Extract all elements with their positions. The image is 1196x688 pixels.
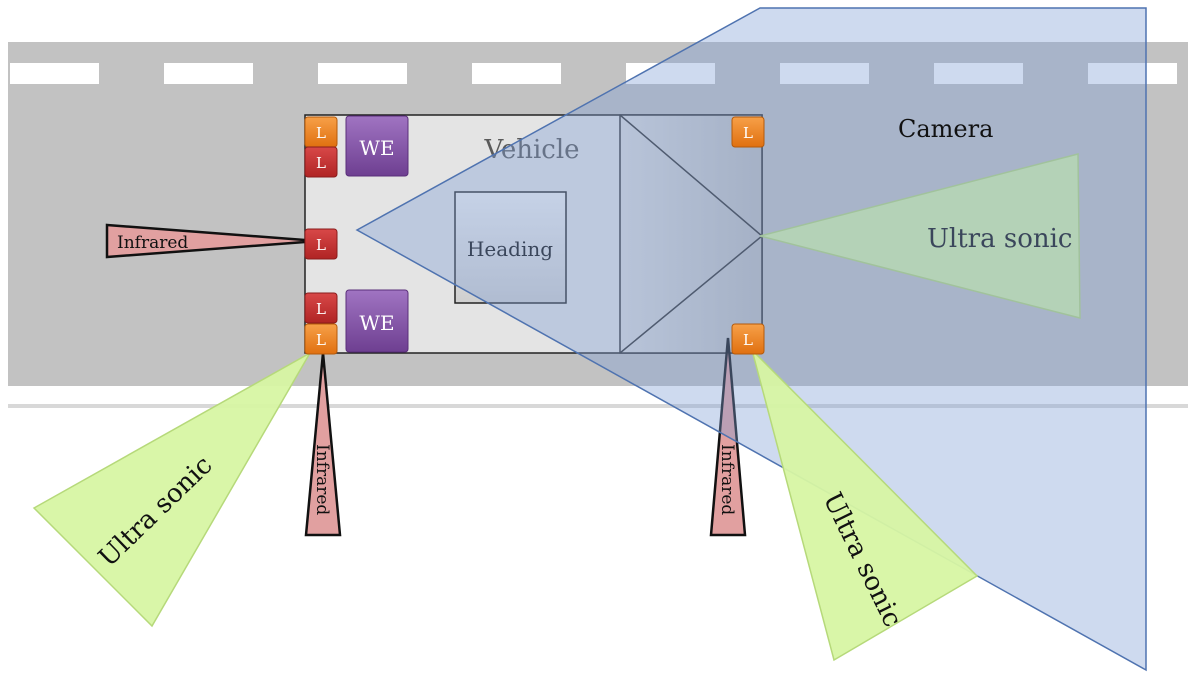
lane-dash — [318, 63, 407, 84]
wheel-encoder-top: WE — [345, 115, 409, 177]
vehicle-nose — [619, 114, 764, 354]
road-edge-line — [8, 386, 1188, 406]
vehicle-label: Vehicle — [483, 135, 579, 165]
ultrasonic-label-front: Ultra sonic — [927, 224, 1073, 254]
infrared-cone-rear — [105, 223, 319, 259]
led-label: L — [316, 124, 326, 142]
wheel-encoder-label: WE — [359, 136, 394, 160]
lane-dash — [164, 63, 253, 84]
wheel-encoder-bottom: WE — [345, 289, 409, 353]
led-label: L — [743, 124, 753, 142]
led-marker-front-bottom-orange: L — [731, 323, 765, 355]
vehicle-nose-panel — [619, 114, 763, 354]
led-label: L — [316, 154, 326, 172]
road-edge-shadow — [8, 404, 1188, 408]
led-marker-front-top-orange: L — [731, 116, 765, 148]
infrared-label-rear-left: Infrared — [312, 444, 332, 515]
camera-label: Camera — [898, 115, 993, 143]
led-marker-rear-bottom-red: L — [304, 292, 338, 324]
heading-box — [454, 191, 567, 304]
ultrasonic-cone-rear-left — [32, 351, 313, 628]
ultrasonic-cone-front — [759, 153, 1081, 319]
lane-dash — [1088, 63, 1177, 84]
infrared-label-rear: Infrared — [117, 233, 188, 253]
led-marker-rear-middle-red: L — [304, 228, 338, 260]
led-marker-rear-bottom-orange: L — [304, 323, 338, 355]
wheel-encoder-label: WE — [359, 311, 394, 335]
led-marker-rear-top-orange: L — [304, 116, 338, 148]
lane-dashes — [10, 63, 1177, 84]
lane-dash — [472, 63, 561, 84]
lane-dash — [10, 63, 99, 84]
heading-label: Heading — [467, 237, 553, 261]
led-label: L — [743, 331, 753, 349]
infrared-cone-rear-left — [304, 352, 342, 537]
led-label: L — [316, 300, 326, 318]
lane-dash — [934, 63, 1023, 84]
ultrasonic-cone-front-left — [750, 347, 979, 662]
lane-dash — [626, 63, 715, 84]
led-label: L — [316, 331, 326, 349]
led-marker-rear-top-red: L — [304, 146, 338, 178]
lane-dash — [780, 63, 869, 84]
led-label: L — [316, 236, 326, 254]
infrared-label-front-left: Infrared — [717, 444, 737, 515]
